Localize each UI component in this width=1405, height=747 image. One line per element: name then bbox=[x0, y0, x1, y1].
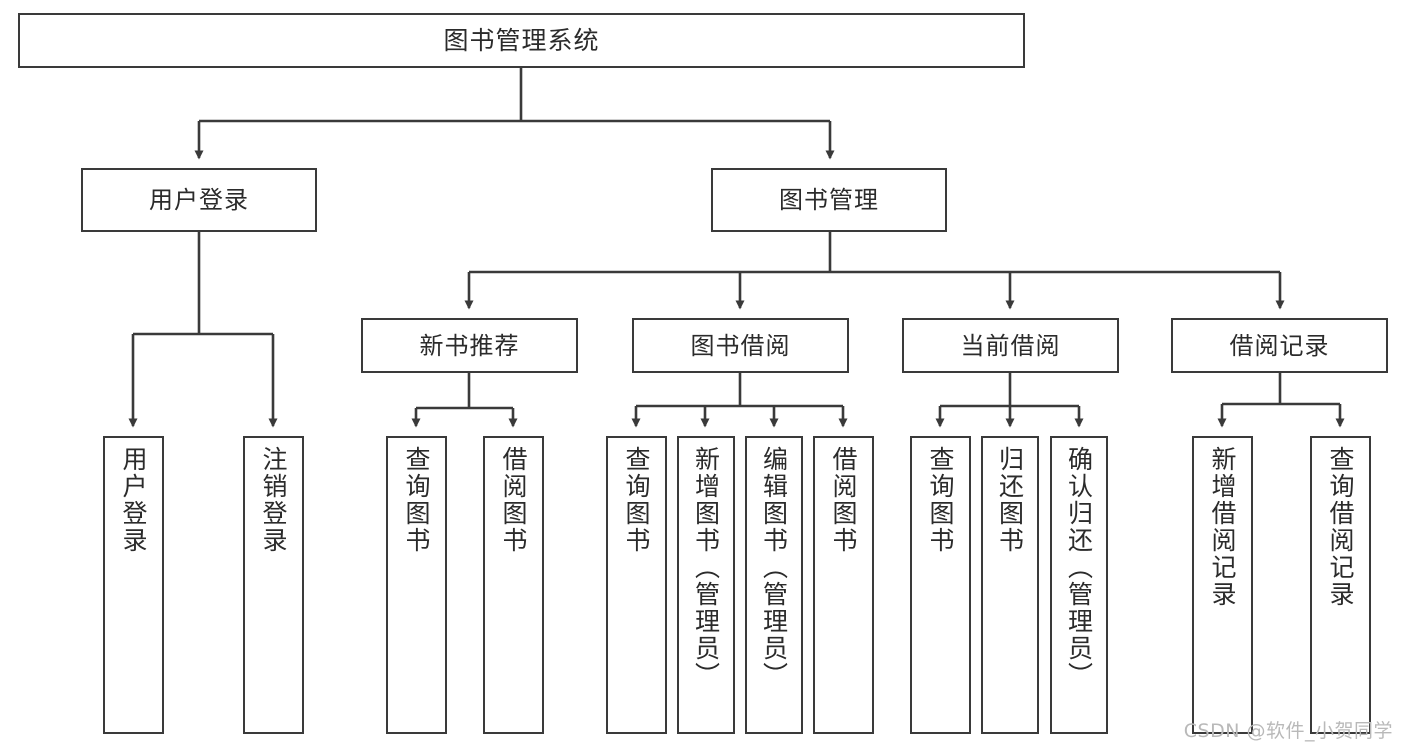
node-book-borrow[interactable]: 图书借阅 bbox=[632, 318, 849, 373]
node-root[interactable]: 图书管理系统 bbox=[18, 13, 1025, 68]
node-leaf-add-record[interactable]: 新增借阅记录 bbox=[1192, 436, 1253, 734]
node-leaf-query-book-3-label: 查询图书 bbox=[926, 446, 955, 554]
node-leaf-borrow-book-1[interactable]: 借阅图书 bbox=[483, 436, 544, 734]
node-leaf-borrow-book-2-label: 借阅图书 bbox=[829, 446, 858, 554]
node-book-borrow-label: 图书借阅 bbox=[690, 331, 791, 360]
node-book-manage-label: 图书管理 bbox=[779, 186, 879, 214]
node-leaf-confirm-return[interactable]: 确认归还（管理员） bbox=[1050, 436, 1108, 734]
node-leaf-confirm-return-label: 确认归还（管理员） bbox=[1064, 446, 1094, 689]
node-leaf-query-book-2[interactable]: 查询图书 bbox=[606, 436, 667, 734]
node-leaf-query-book-2-label: 查询图书 bbox=[622, 446, 651, 554]
node-leaf-query-book-3[interactable]: 查询图书 bbox=[910, 436, 971, 734]
node-leaf-borrow-book-2[interactable]: 借阅图书 bbox=[813, 436, 874, 734]
node-leaf-query-book-1[interactable]: 查询图书 bbox=[386, 436, 447, 734]
node-new-book-rec-label: 新书推荐 bbox=[419, 331, 520, 360]
node-leaf-query-record[interactable]: 查询借阅记录 bbox=[1310, 436, 1371, 734]
node-leaf-add-book[interactable]: 新增图书（管理员） bbox=[677, 436, 735, 734]
node-leaf-logout[interactable]: 注销登录 bbox=[243, 436, 304, 734]
node-leaf-return-book-label: 归还图书 bbox=[995, 446, 1025, 554]
node-borrow-record-label: 借阅记录 bbox=[1229, 331, 1330, 360]
node-leaf-query-book-1-label: 查询图书 bbox=[402, 446, 431, 554]
node-leaf-edit-book[interactable]: 编辑图书（管理员） bbox=[745, 436, 803, 734]
node-leaf-user-login-label: 用户登录 bbox=[119, 446, 148, 554]
node-leaf-borrow-book-1-label: 借阅图书 bbox=[499, 446, 528, 554]
node-root-label: 图书管理系统 bbox=[443, 25, 600, 55]
node-new-book-rec[interactable]: 新书推荐 bbox=[361, 318, 578, 373]
node-user-login[interactable]: 用户登录 bbox=[81, 168, 317, 232]
node-leaf-edit-book-label: 编辑图书（管理员） bbox=[759, 446, 789, 689]
node-leaf-add-record-label: 新增借阅记录 bbox=[1208, 446, 1237, 608]
node-leaf-user-login[interactable]: 用户登录 bbox=[103, 436, 164, 734]
node-user-login-label: 用户登录 bbox=[149, 186, 249, 214]
node-current-borrow-label: 当前借阅 bbox=[960, 331, 1061, 360]
node-book-manage[interactable]: 图书管理 bbox=[711, 168, 947, 232]
node-leaf-logout-label: 注销登录 bbox=[259, 446, 288, 554]
node-leaf-add-book-label: 新增图书（管理员） bbox=[691, 446, 721, 689]
node-current-borrow[interactable]: 当前借阅 bbox=[902, 318, 1119, 373]
node-leaf-return-book[interactable]: 归还图书 bbox=[981, 436, 1039, 734]
watermark-text: CSDN @软件_小贺同学 bbox=[1183, 720, 1393, 742]
node-borrow-record[interactable]: 借阅记录 bbox=[1171, 318, 1388, 373]
node-leaf-query-record-label: 查询借阅记录 bbox=[1326, 446, 1355, 608]
